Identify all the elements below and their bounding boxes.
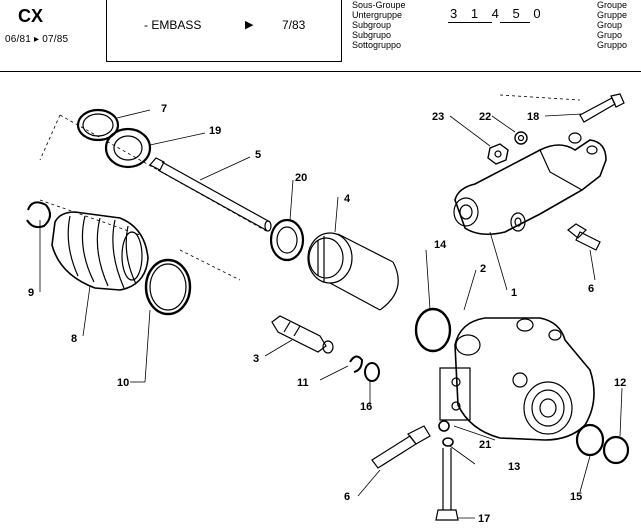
- part-18-bolt: [579, 93, 625, 123]
- part-22-washer: [514, 131, 528, 145]
- date-range: 06/81 ▸ 07/85: [5, 34, 69, 45]
- part-11-clip: [349, 355, 364, 373]
- group-underline: [500, 22, 530, 23]
- callout-22: 22: [479, 111, 491, 123]
- leader-lines: [39, 109, 623, 519]
- group-label-it: Gruppo: [597, 40, 628, 50]
- part-10-snap-ring: [144, 258, 192, 316]
- part-14-o-ring: [414, 307, 452, 353]
- callout-8: 8: [71, 333, 77, 345]
- part-15-snap-ring: [575, 423, 605, 457]
- part-13-washer: [438, 420, 450, 432]
- part-17-bolt: [435, 448, 459, 521]
- part-callouts: 7 19 5 20 4 23 22 18 9 8 10 14 2 1 6 3 1…: [28, 103, 626, 525]
- part-23-nut: [487, 143, 509, 165]
- callout-9: 9: [28, 287, 34, 299]
- callout-17: 17: [478, 513, 490, 525]
- subgroup-label-fr: Sous-Groupe: [352, 0, 406, 10]
- callout-4: 4: [344, 193, 351, 205]
- title-box: [106, 0, 342, 62]
- subgroup-label-en: Subgroup: [352, 20, 392, 30]
- group-number: 3 1 4 5 0: [450, 6, 546, 21]
- callout-21: 21: [479, 439, 491, 451]
- callout-18: 18: [527, 111, 539, 123]
- part-16-ring: [364, 362, 380, 382]
- part-19-seal-ring: [104, 127, 152, 169]
- group-label-fr: Groupe: [597, 0, 628, 10]
- callout-15: 15: [570, 491, 582, 503]
- callout-7: 7: [161, 103, 167, 115]
- callout-5: 5: [255, 149, 261, 161]
- callout-14: 14: [434, 239, 447, 251]
- callout-1: 1: [511, 287, 517, 299]
- part-20-ring: [269, 218, 305, 262]
- callout-23: 23: [432, 111, 444, 123]
- callout-20: 20: [295, 172, 307, 184]
- arrow-right-icon: ▶: [245, 19, 254, 31]
- part-1-master-cylinder: [453, 132, 607, 236]
- group-underline: [448, 22, 492, 23]
- callout-6-lower: 6: [344, 491, 350, 503]
- header-divider: [0, 71, 641, 72]
- part-2-slave-cylinder: [439, 317, 595, 441]
- subgroup-label-es: Subgrupo: [352, 30, 392, 40]
- callout-6-upper: 6: [588, 283, 594, 295]
- callout-3: 3: [253, 353, 259, 365]
- model-name: CX: [18, 6, 44, 26]
- part-7-snap-ring: [76, 108, 120, 142]
- part-5-push-rod: [149, 157, 272, 232]
- part-6-stud-lower: [371, 425, 431, 469]
- group-label-de: Gruppe: [597, 10, 628, 20]
- part-21-washer: [442, 437, 454, 447]
- subgroup-labels: Sous-Groupe Untergruppe Subgroup Subgrup…: [352, 0, 406, 50]
- subgroup-label-de: Untergruppe: [352, 10, 403, 20]
- callout-12: 12: [614, 377, 626, 389]
- group-labels: Groupe Gruppe Group Grupo Gruppo: [597, 0, 627, 50]
- callout-16: 16: [360, 401, 372, 413]
- part-4-cylinder-sleeve: [307, 232, 399, 311]
- group-label-es: Grupo: [597, 30, 623, 40]
- page-ref: 7/83: [282, 18, 306, 32]
- callout-19: 19: [209, 125, 221, 137]
- part-3-piston: [271, 315, 334, 354]
- part-12-snap-ring: [602, 435, 630, 465]
- callout-2: 2: [480, 263, 486, 275]
- callout-13: 13: [508, 461, 520, 473]
- callout-10: 10: [117, 377, 129, 389]
- group-label-en: Group: [597, 20, 623, 30]
- part-8-rubber-boot: [51, 211, 149, 291]
- title-text: - EMBASS: [144, 18, 202, 32]
- subgroup-label-it: Sottogruppo: [352, 40, 402, 50]
- part-9-clip: [26, 201, 51, 229]
- header: CX 06/81 ▸ 07/85 - EMBASS ▶ 7/83 Sous-Gr…: [0, 0, 641, 72]
- callout-11: 11: [297, 377, 309, 389]
- part-6-stud-upper: [567, 223, 601, 251]
